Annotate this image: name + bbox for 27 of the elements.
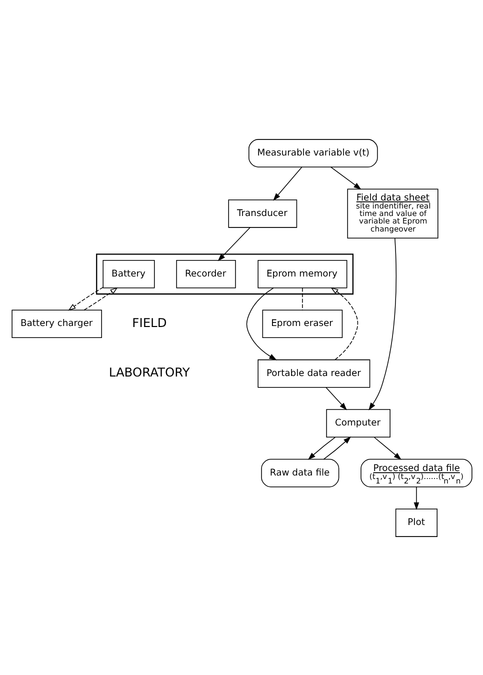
- node-box: Recorder: [176, 259, 236, 288]
- node-box: Measurable variable v(t): [248, 138, 378, 167]
- node-box: Eprom eraser: [262, 309, 342, 338]
- label: LABORATORY: [108, 364, 190, 379]
- node-box: Portable data reader: [257, 358, 370, 388]
- node-box: Raw data file: [260, 458, 339, 487]
- node-box: Transducer: [228, 199, 297, 228]
- node-box: Field data sheet site indentifier, real time and value of variable at Eprom changeover: [346, 188, 438, 238]
- node-box: Battery charger: [11, 309, 102, 338]
- arrow: [322, 436, 351, 460]
- node-box: Eprom memory: [257, 259, 347, 288]
- node-box: Plot: [394, 508, 437, 536]
- arrow: [307, 436, 336, 460]
- label: FIELD: [132, 315, 166, 330]
- arrow: [413, 486, 419, 510]
- arrow: [373, 436, 401, 460]
- arrow: [83, 286, 118, 310]
- arrow: [330, 286, 358, 360]
- arrow: [217, 226, 250, 261]
- arrow: [272, 166, 302, 200]
- node-box: Computer: [326, 408, 390, 437]
- arrow: [368, 237, 396, 410]
- arrow: [68, 286, 103, 310]
- arrow: [246, 287, 276, 360]
- arrow: [325, 386, 346, 410]
- arrow: [330, 166, 361, 190]
- node-box: Battery: [102, 259, 154, 288]
